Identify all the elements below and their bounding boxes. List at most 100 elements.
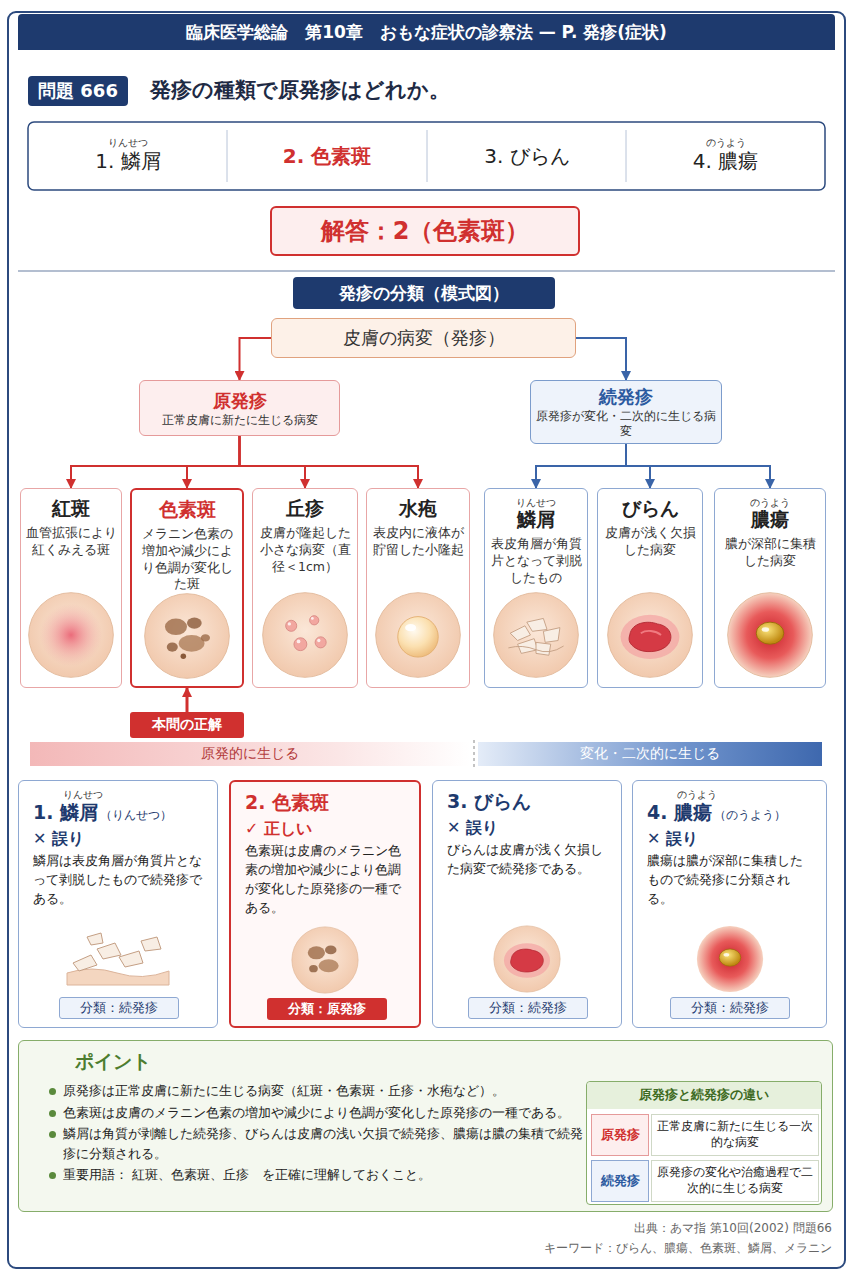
class-tag: 分類：続発疹 [59,997,179,1019]
lesion-card: りんせつ鱗屑表皮角層が角質片となって剥脱したもの [484,488,588,688]
connector [71,436,240,488]
connector [626,444,770,488]
node-text: 膿瘍は膿が深部に集積したもので続発疹に分類される。 [647,852,814,909]
node-text: ✓ 正しい [245,818,407,840]
category-box: 原発疹正常皮膚に新たに生じる病変 [139,380,340,436]
node-text: メラニン色素の増加や減少により色調が変化した斑 [136,526,238,594]
node-text: 色素斑 [159,498,216,522]
connector [240,436,419,488]
node-text: 本問の正解 [152,716,222,734]
option-cell: のうよう4. 膿瘍 [628,124,823,188]
option-cell: 2. 色素斑 [229,124,425,188]
connector [576,338,626,380]
node-text: 重要用語： 紅斑、色素斑、丘疹 を正確に理解しておくこと。 [49,1165,583,1185]
node-text: 正常皮膚に新たに生じる一次的な病変 [656,1119,814,1150]
node-text: 丘疹 [286,497,324,521]
class-tag: 分類：続発疹 [468,997,588,1019]
node-text: 分類：続発疹 [691,1000,769,1017]
node-text: 3. びらん [484,143,569,170]
phase-band: 変化・二次的に生じる [478,742,822,766]
node-text: のうよう [706,137,746,148]
node-text: 色素斑は皮膚のメラニン色素の増加や減少により色調が変化した原発疹の一種である。 [49,1103,583,1123]
node-text: 皮膚が浅く欠損した病変 [602,525,698,559]
node-text: 4. 膿瘍 [647,800,712,825]
connector [187,436,240,488]
node-text: 2. 色素斑 [283,143,371,170]
category-box: 続発疹原発疹が変化・二次的に生じる病変 [530,380,722,444]
node-text: 正常皮膚に新たに生じる病変 [162,413,318,428]
scale-illustration [490,589,582,681]
node-text: 膿が深部に集積した病変 [719,536,821,570]
header-title: 臨床医学総論 第10章 おもな症状の診察法 — P. 発疹(症状) [18,14,835,50]
explanation-card: 2. 色素斑 ✓ 正しい色素斑は皮膚のメラニン色素の増加や減少により色調が変化した… [229,780,421,1028]
phase-band: 原発的に生じる [30,742,470,766]
question-badge: 問題 666 [28,76,128,106]
node-text: 分類：原発疹 [288,1001,366,1018]
option-cell: りんせつ1. 鱗屑 [30,124,226,188]
node-text: 分類：続発疹 [80,1000,158,1017]
node-text: 発疹の分類（模式図） [339,282,509,305]
node-text: 3. びらん [447,789,531,814]
papule-illustration [259,589,351,681]
node-text: 血管拡張により紅くみえる斑 [25,525,117,559]
scale-illustration [63,923,173,993]
connector [240,436,306,488]
node-text: びらんは皮膚が浅く欠損した病変で続発疹である。 [447,841,609,879]
compare-table: 原発疹と続発疹の違い原発疹正常皮膚に新たに生じる一次的な病変続発疹原発疹の変化や… [586,1081,822,1205]
node-text: りんせつ [516,497,556,508]
node-text: 原発疹が変化・二次的に生じる病変 [535,409,717,439]
vesicle-illustration [372,589,464,681]
node-text: 原発的に生じる [201,745,299,763]
node-text: ✕ 誤り [447,817,609,839]
node-text: ポイント [49,1049,832,1075]
node-text: 鱗屑 [517,508,555,532]
option-divider [427,130,428,182]
lesion-card: びらん皮膚が浅く欠損した病変 [597,488,703,688]
section-rule [18,270,835,272]
lesion-card: 水疱表皮内に液体が貯留した小隆起 [366,488,470,688]
node-text: 表皮角層が角質片となって剥脱したもの [489,536,583,587]
node-text: 皮膚の病変（発疹） [343,326,505,350]
lesion-card: 色素斑メラニン色素の増加や減少により色調が変化した斑 [130,488,244,688]
node-text: 原発疹 [601,1126,640,1144]
node-text: 2. 色素斑 [245,790,407,815]
node-text: 色素斑は皮膚のメラニン色素の増加や減少により色調が変化した原発疹の一種である。 [245,842,407,917]
node-text: （りんせつ） [100,807,172,824]
option-cell: 3. びらん [429,124,625,188]
connector [240,338,272,380]
root-box: 皮膚の病変（発疹） [271,318,576,358]
section-band: 発疹の分類（模式図） [293,277,555,309]
lesion-card: 丘疹皮膚が隆起した小さな病変（直径＜1cm） [252,488,358,688]
option-divider [227,130,228,182]
text-label: 出典：あマ指 第10回(2002) 問題66 [400,1220,832,1237]
node-text: 1. 鱗屑 [33,800,98,825]
node-text: りんせつ [33,789,205,800]
node-text: 水疱 [399,497,437,521]
node-text: （のうよう） [714,807,786,824]
explanation-card: りんせつ1. 鱗屑（りんせつ）✕ 誤り鱗屑は表皮角層が角質片となって剥脱したもの… [18,780,218,1028]
node-text: 原発疹の変化や治癒過程で二次的に生じる病変 [656,1165,814,1196]
node-text: のうよう [750,497,790,508]
erythema-illustration [25,589,117,681]
node-text: 続発疹 [599,385,653,409]
explanation-card: 3. びらん ✕ 誤りびらんは皮膚が浅く欠損した病変で続発疹である。分類：続発疹 [432,780,622,1028]
node-text: 紅斑 [52,497,90,521]
text-label: 発疹の種類で原発疹はどれか。 [150,76,570,104]
options-frame [28,122,825,190]
node-text: ✕ 誤り [647,828,814,850]
table-cell: 原発疹の変化や治癒過程で二次的に生じる病変 [651,1160,819,1202]
erosion-illustration [491,923,563,995]
connector [186,688,189,712]
class-tag: 分類：続発疹 [670,997,790,1019]
text-label: キーワード：びらん、膿瘍、色素斑、鱗屑、メラニン [400,1240,832,1257]
erosion-illustration [604,589,696,681]
lesion-card: 紅斑血管拡張により紅くみえる斑 [20,488,122,688]
table-cell: 正常皮膚に新たに生じる一次的な病変 [651,1114,819,1156]
pigment-illustration [289,924,361,996]
outer-frame [8,12,845,1268]
node-text: りんせつ [108,137,148,148]
node-text: 続発疹 [601,1172,640,1190]
node-text: 4. 膿瘍 [693,148,758,175]
node-text: 変化・二次的に生じる [580,745,720,763]
abscess-illustration [694,923,766,995]
